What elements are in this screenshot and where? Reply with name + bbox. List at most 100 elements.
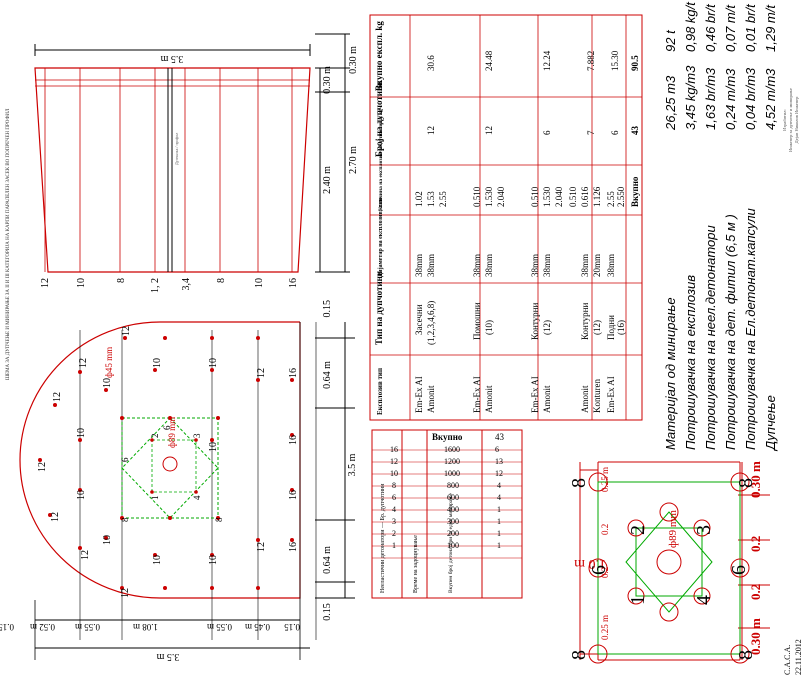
- main-type: Подни: [606, 315, 616, 340]
- main-diam: 38mm: [580, 254, 590, 277]
- hole-label: 16: [288, 542, 299, 552]
- hole-label: 12: [256, 368, 267, 378]
- main-qty: 1.530: [542, 186, 552, 207]
- detail-side-dim: 0.30 m: [748, 618, 763, 655]
- front-offset: 0.55 m: [75, 622, 100, 632]
- main-count: 7: [586, 130, 596, 135]
- main-qty: 2.55: [438, 191, 448, 207]
- detail-label: 8: [568, 478, 590, 488]
- main-diam: 38mm: [606, 254, 616, 277]
- date: 22.11.2012: [794, 639, 803, 675]
- main-type: (10): [484, 320, 494, 335]
- signature-line: Дејан Николов Инженер: [794, 96, 799, 144]
- det-cell: 12: [390, 457, 398, 466]
- main-total-kg: 90.5: [630, 55, 640, 71]
- main-type: (12): [542, 320, 552, 335]
- main-total-label: Вкупно: [630, 176, 640, 207]
- side-row-label: 12: [40, 278, 51, 288]
- detail-label: 2: [627, 525, 649, 535]
- detail-top-dim: 0.2: [600, 567, 610, 578]
- front-view: 3.5 m 0.15 0.52 m 0.55 m 1.08 m 0.55 m 0…: [0, 300, 358, 662]
- main-type: Помошни: [472, 302, 482, 340]
- main-header: Дијаметар на експлозив; mm: [377, 198, 384, 277]
- cut-detail: 1.0 m 0.25 m 0.2 0.2 0.25 m 0.30 m 0.2 0…: [568, 461, 770, 664]
- det-cell: 4: [497, 481, 501, 490]
- main-type: Контурни: [530, 302, 540, 340]
- main-diam: 38mm: [484, 254, 494, 277]
- hole-label: 12: [37, 462, 48, 472]
- hole-label: 8: [214, 517, 224, 522]
- det-total-label: Вкупно: [432, 432, 463, 442]
- detonator-table: Нееластични детонатори — Бр. дупчотини В…: [371, 429, 523, 599]
- summary-block: Материјал од минирање Потрошувачка на ек…: [663, 1, 778, 452]
- detail-label: 8: [735, 650, 757, 660]
- main-count: 6: [542, 130, 552, 135]
- author: С.А.С.А.: [783, 645, 792, 675]
- main-diam: 38mm: [426, 254, 436, 277]
- det-cell: 1200: [444, 457, 460, 466]
- front-offset: 0.52 m: [30, 622, 55, 632]
- main-diam: 20mm: [592, 254, 602, 277]
- det-cell: 3: [392, 517, 396, 526]
- summary-value: 1,63 br/m3: [703, 67, 718, 130]
- center-hole-label: ф89 mm: [167, 417, 177, 448]
- hole-label: 10: [208, 555, 219, 565]
- hole-label: 12: [80, 550, 91, 560]
- det-total-value: 43: [495, 432, 505, 442]
- main-expl: Amonit: [484, 385, 494, 413]
- hole-label: 10: [152, 555, 163, 565]
- signature-line: Инженер за дупчење и минирање: [788, 88, 793, 152]
- side-dim: 0.30 m: [348, 46, 359, 74]
- detail-center-label: ф89 mm: [667, 510, 679, 548]
- det-cell: 200: [447, 529, 459, 538]
- side-row-label: 10: [76, 278, 87, 288]
- detail-center-hole: [656, 549, 682, 575]
- main-expl: Em-Ex AI: [606, 376, 616, 413]
- det-header-2: Вкупен број детонатори за едно минирање: [447, 493, 454, 593]
- det-cell: 4: [497, 493, 501, 502]
- summary-value2: 0,07 m/t: [723, 4, 738, 52]
- det-cell: 1: [497, 529, 501, 538]
- main-qty: 1.126: [592, 186, 602, 207]
- side-inner-label: Дупчалка / профил: [174, 133, 179, 165]
- main-total: 15.30: [610, 50, 620, 71]
- detail-label: 8: [735, 478, 757, 488]
- main-qty: 2.040: [496, 186, 506, 207]
- hole-label: 16: [288, 490, 299, 500]
- hole-label: 6: [162, 425, 172, 430]
- side-row-label: 16: [288, 278, 299, 288]
- front-offset: 0.15: [0, 622, 14, 632]
- main-diam: 38mm: [472, 254, 482, 277]
- detail-label: 8: [568, 650, 590, 660]
- main-type: (1,2,3,4,6,8): [426, 301, 436, 345]
- side-view: 3.5 m Дупчалка / профил 12 10 8 1, 2 3,4…: [34, 33, 359, 293]
- main-header: Број на дупчотини: [374, 81, 384, 157]
- summary-value: 4,52 m/m3: [763, 68, 778, 130]
- summary-value2: 92 t: [663, 29, 678, 52]
- main-count: 6: [610, 130, 620, 135]
- hole-label: 12: [256, 542, 267, 552]
- summary-value2: 0,01 br/t: [743, 3, 758, 52]
- side-row-label: 8: [216, 278, 227, 283]
- det-cell: 12: [495, 469, 503, 478]
- det-cell: 6: [392, 493, 396, 502]
- det-cell: 8: [392, 481, 396, 490]
- main-expl: Amonit: [426, 385, 436, 413]
- main-total: 30.6: [426, 55, 436, 71]
- summary-value2: 1,29 m/t: [763, 4, 778, 52]
- main-qty: 0.510: [530, 186, 540, 207]
- main-qty: 0.510: [472, 186, 482, 207]
- detail-label: 4: [693, 595, 715, 605]
- main-type: Контурни: [580, 302, 590, 340]
- main-qty: 1.02: [414, 191, 424, 207]
- det-cell: 13: [495, 457, 503, 466]
- main-expl: Em-Ex AI: [530, 376, 540, 413]
- main-header: Тип на дупчотини: [374, 271, 384, 345]
- summary-value: 0,24 m/m3: [723, 68, 738, 130]
- det-cell: 1: [392, 541, 396, 550]
- hole-label: 1: [150, 496, 160, 501]
- hole-label: 3: [192, 433, 202, 438]
- side-row-label: 10: [254, 278, 265, 288]
- main-total: 7.882: [586, 51, 596, 71]
